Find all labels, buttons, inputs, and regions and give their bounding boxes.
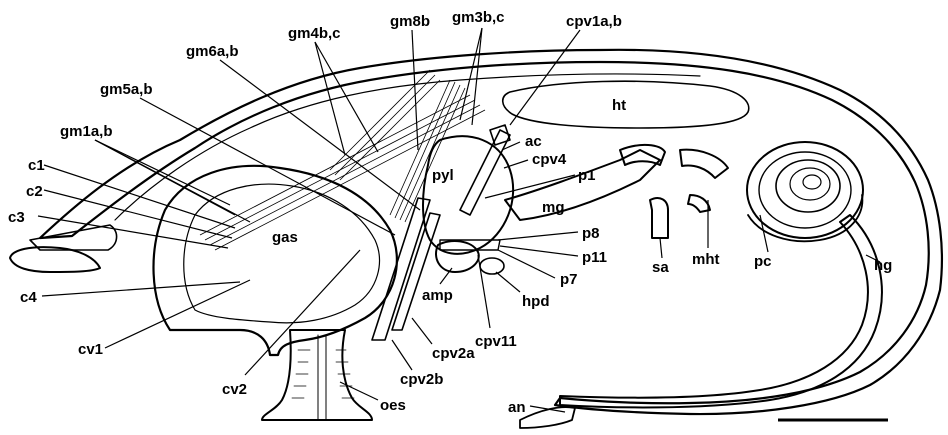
label-ht: ht (612, 97, 626, 114)
posterior-caecum (747, 142, 863, 241)
label-hg: hg (874, 257, 892, 274)
label-mg: mg (542, 199, 565, 216)
label-gm1ab: gm1a,b (60, 123, 113, 140)
label-gas: gas (272, 229, 298, 246)
label-hpd: hpd (522, 293, 550, 310)
label-c3: c3 (8, 209, 25, 226)
label-c2: c2 (26, 183, 43, 200)
label-p8: p8 (582, 225, 600, 242)
label-gm8b: gm8b (390, 13, 430, 30)
label-p1: p1 (578, 167, 596, 184)
anus (520, 407, 575, 428)
midgut-tubes (620, 145, 728, 238)
label-an: an (508, 399, 526, 416)
label-p7: p7 (560, 271, 578, 288)
label-cpv1ab: cpv1a,b (566, 13, 622, 30)
label-pyl: pyl (432, 167, 454, 184)
label-cv2: cv2 (222, 381, 247, 398)
label-p11: p11 (582, 249, 607, 266)
snout (10, 225, 117, 272)
label-gm6ab: gm6a,b (186, 43, 239, 60)
label-sa: sa (652, 259, 669, 276)
stomach (154, 166, 397, 355)
label-cv1: cv1 (78, 341, 103, 358)
label-ac: ac (525, 133, 542, 150)
label-cpv11: cpv11 (475, 333, 517, 350)
label-pc: pc (754, 253, 772, 270)
label-oes: oes (380, 397, 406, 414)
pyloric-muscles (372, 125, 510, 340)
label-gm4bc: gm4b,c (288, 25, 341, 42)
label-cpv2a: cpv2a (432, 345, 475, 362)
label-cpv2b: cpv2b (400, 371, 443, 388)
label-cpv4: cpv4 (532, 151, 567, 168)
hindgut (560, 215, 882, 407)
label-gm3bc: gm3b,c (452, 9, 505, 26)
label-amp: amp (422, 287, 453, 304)
body-wall (40, 50, 942, 414)
label-mht: mht (692, 251, 720, 268)
label-c4: c4 (20, 289, 37, 306)
oesophagus (262, 330, 372, 420)
label-gm5ab: gm5a,b (100, 81, 153, 98)
label-c1: c1 (28, 157, 45, 174)
